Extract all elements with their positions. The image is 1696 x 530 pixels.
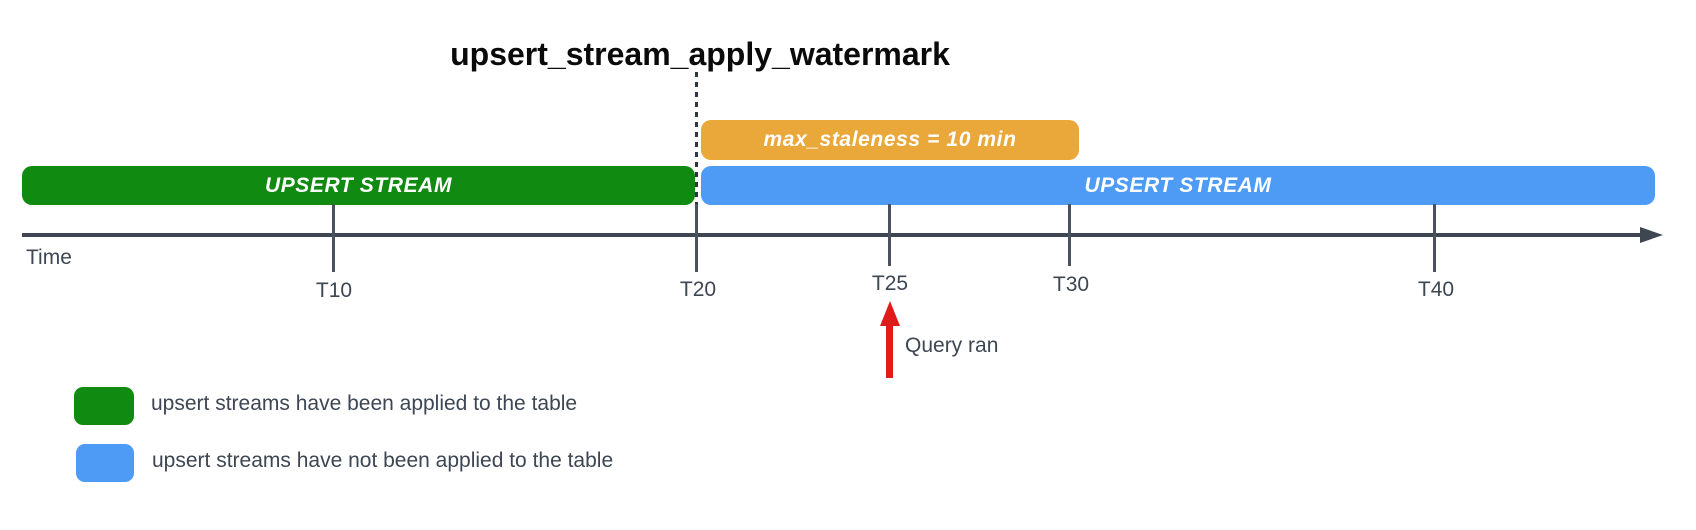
max-staleness-bar: max_staleness = 10 min bbox=[701, 120, 1079, 160]
tick-t20 bbox=[695, 204, 698, 272]
tick-label-t30: T30 bbox=[1052, 273, 1090, 296]
query-ran-arrow-icon bbox=[880, 301, 900, 326]
time-axis-label: Time bbox=[26, 246, 72, 269]
tick-t25 bbox=[888, 204, 891, 266]
tick-label-t25: T25 bbox=[871, 272, 909, 295]
legend-swatch-not-applied bbox=[76, 444, 134, 482]
upsert-stream-applied-bar-label: UPSERT STREAM bbox=[264, 173, 453, 197]
query-ran-arrow-shaft bbox=[886, 324, 893, 378]
tick-t10 bbox=[332, 204, 335, 272]
legend-label-applied: upsert streams have been applied to the … bbox=[151, 392, 578, 415]
query-ran-label: Query ran bbox=[905, 334, 999, 357]
tick-t30 bbox=[1068, 204, 1071, 266]
tick-label-t10: T10 bbox=[315, 279, 353, 302]
max-staleness-bar-label: max_staleness = 10 min bbox=[763, 128, 1017, 151]
legend-swatch-applied bbox=[74, 387, 134, 425]
tick-t40 bbox=[1433, 204, 1436, 272]
time-axis-arrowhead-icon bbox=[1640, 227, 1663, 243]
legend-label-not-applied: upsert streams have not been applied to … bbox=[152, 449, 614, 472]
tick-label-t40: T40 bbox=[1417, 278, 1455, 301]
watermark-dashed-line bbox=[695, 72, 698, 205]
tick-label-t20: T20 bbox=[679, 278, 717, 301]
diagram-title: upsert_stream_apply_watermark bbox=[450, 36, 950, 72]
upsert-stream-not-applied-bar: UPSERT STREAM bbox=[701, 166, 1655, 205]
upsert-stream-applied-bar: UPSERT STREAM bbox=[22, 166, 695, 205]
time-axis-line bbox=[22, 233, 1642, 237]
upsert-stream-not-applied-bar-label: UPSERT STREAM bbox=[1084, 173, 1272, 197]
